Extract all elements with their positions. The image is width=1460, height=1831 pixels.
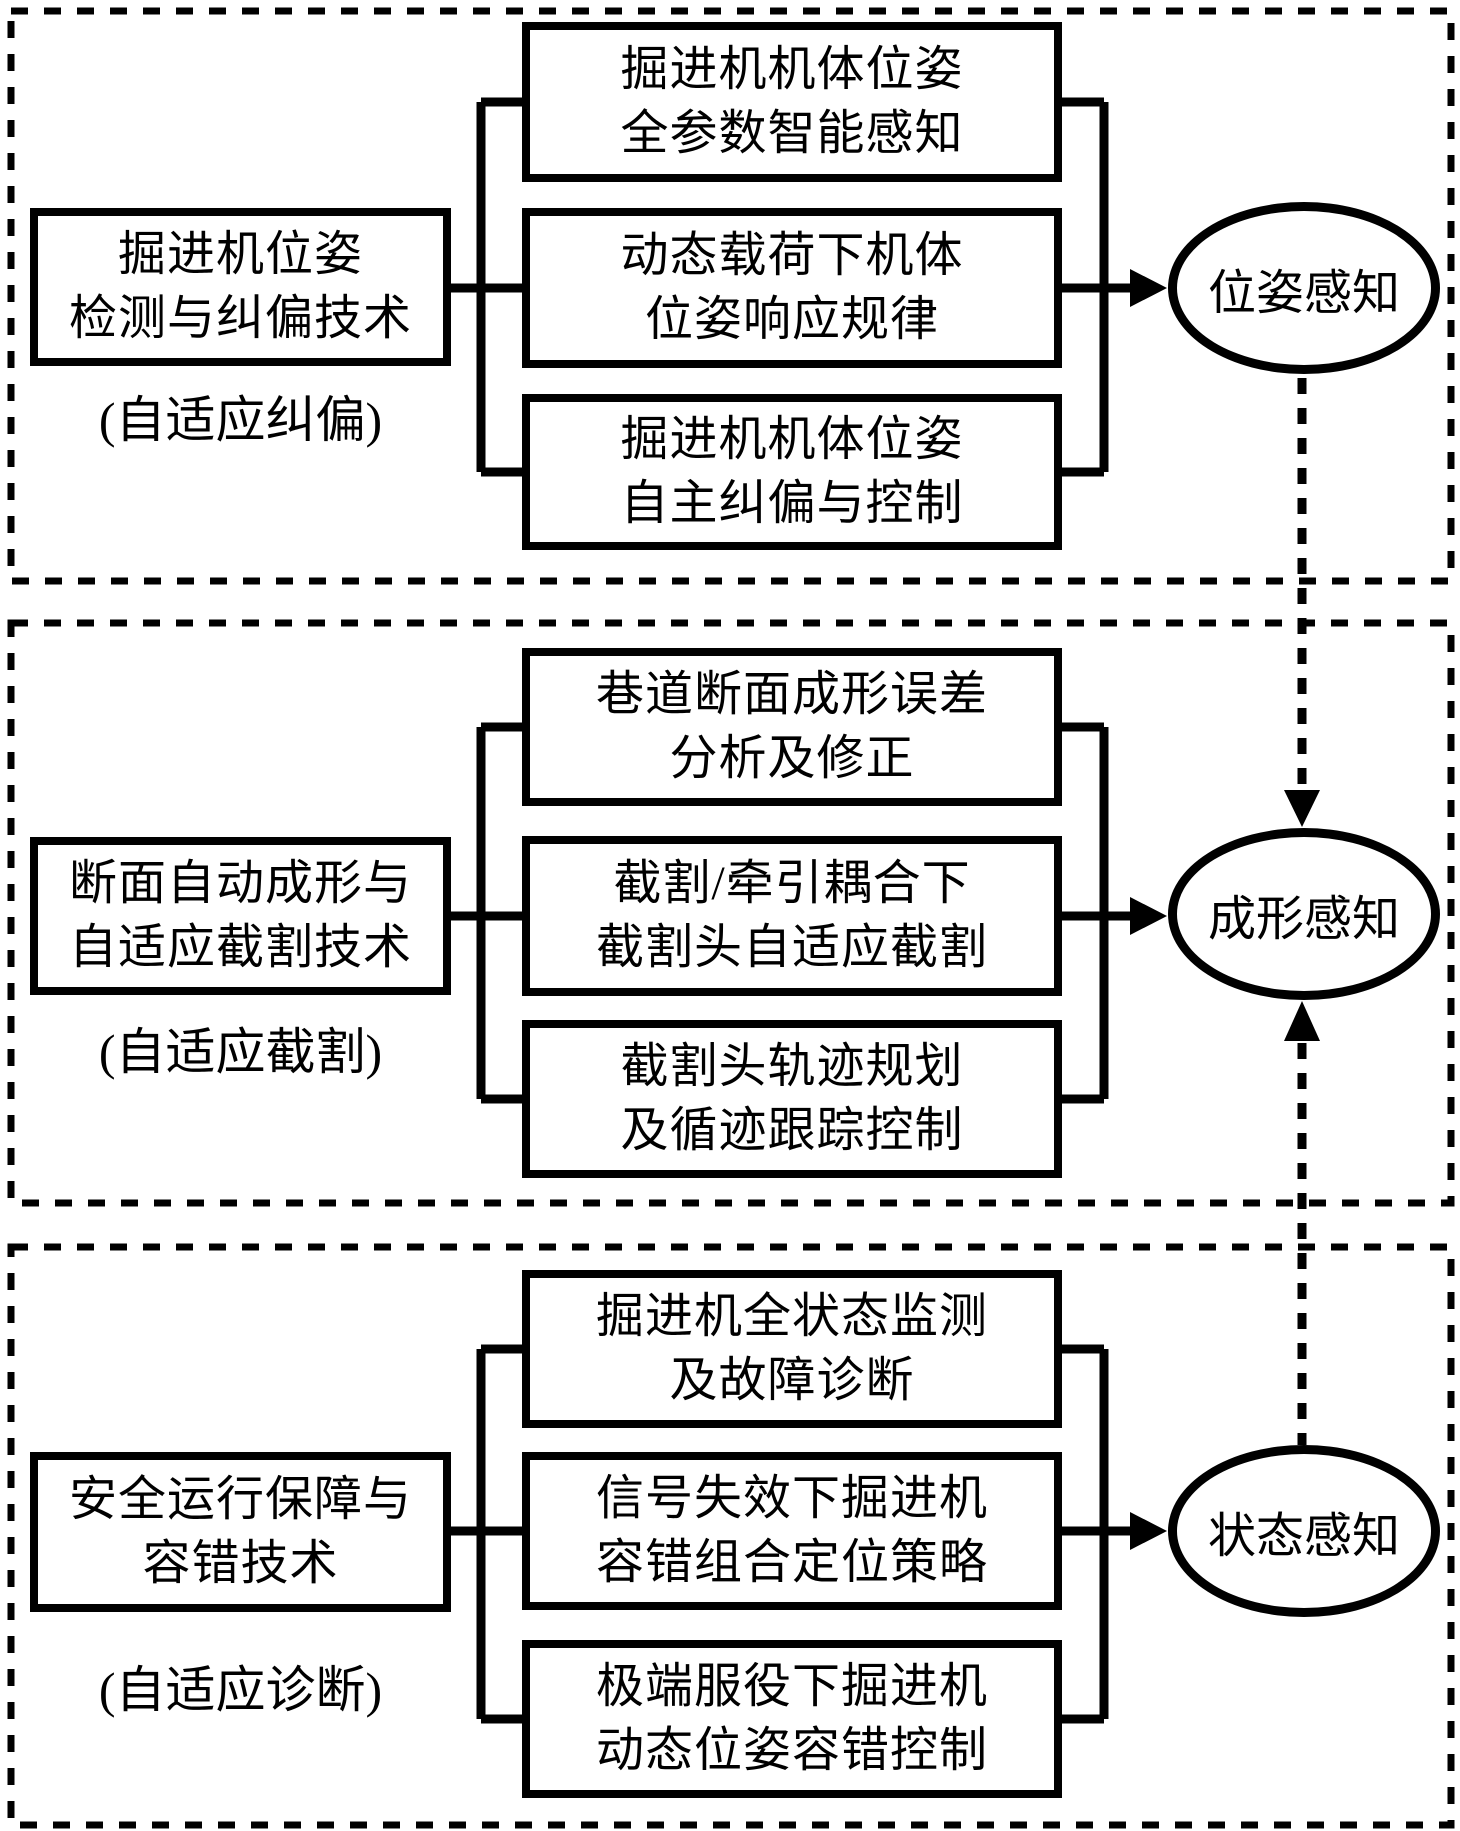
section-3-left-box-line2: 容错技术 [142, 1537, 339, 1590]
section-3-mid-box-3-line1: 极端服役下掘进机 [595, 1660, 988, 1713]
section-3-mid-box-2-line1: 信号失效下掘进机 [595, 1472, 988, 1525]
section-2-mid-box-2-line1: 截割/牵引耦合下 [613, 857, 971, 910]
section-1-left-bracket-connector [451, 97, 522, 477]
section-3-right-bracket-connector [1062, 1344, 1138, 1724]
section-1-mid-box-3: 掘进机机体位姿 自主纠偏与控制 [522, 394, 1062, 550]
section-3-mid-box-1-line1: 掘进机全状态监测 [595, 1290, 988, 1343]
section-3-mid-box-3: 极端服役下掘进机 动态位姿容错控制 [522, 1640, 1062, 1798]
section-1-mid-box-1: 掘进机机体位姿 全参数智能感知 [522, 22, 1062, 182]
section-3-left-box-line1: 安全运行保障与 [68, 1473, 412, 1526]
section-1-right-bracket-connector [1062, 97, 1138, 477]
section-2-mid-box-1-line1: 巷道断面成形误差 [595, 668, 988, 721]
arrow-down-icon [1284, 790, 1320, 827]
section-1-mid-box-2-line1: 动态载荷下机体 [620, 229, 964, 282]
section-1-outcome-ellipse: 位姿感知 [1168, 202, 1440, 374]
section-3-frame [7, 1243, 1455, 1829]
section-2-mid-box-1: 巷道断面成形误差 分析及修正 [522, 648, 1062, 806]
section-2-right-bracket-connector [1062, 722, 1138, 1104]
section-1-arrow-right-icon [1130, 269, 1167, 307]
section-1-mid-box-2-line2: 位姿响应规律 [644, 293, 939, 346]
section-2-left-box-line2: 自适应截割技术 [68, 921, 412, 974]
section-1-left-box: 掘进机位姿 检测与纠偏技术 [30, 208, 451, 366]
section-1-frame [7, 7, 1455, 585]
section-1-side-label: (自适应纠偏) [98, 392, 383, 448]
section-3-mid-box-2: 信号失效下掘进机 容错组合定位策略 [522, 1452, 1062, 1610]
section-2-mid-box-3-line1: 截割头轨迹规划 [620, 1040, 964, 1093]
section-1-mid-box-3-line1: 掘进机机体位姿 [620, 413, 964, 466]
section-2-side-label: (自适应截割) [98, 1024, 383, 1080]
section-3-side-label: (自适应诊断) [98, 1662, 383, 1718]
section-2-mid-box-2: 截割/牵引耦合下 截割头自适应截割 [522, 836, 1062, 996]
section-2-arrow-right-icon [1130, 897, 1167, 935]
section-2-frame [7, 619, 1455, 1207]
section-3-mid-box-1-line2: 及故障诊断 [669, 1354, 915, 1407]
section-1-mid-box-1-line2: 全参数智能感知 [620, 107, 964, 160]
section-1-mid-box-3-line2: 自主纠偏与控制 [620, 477, 964, 530]
section-2-left-bracket-connector [451, 722, 522, 1104]
section-2-outcome-ellipse: 成形感知 [1168, 828, 1440, 1000]
section-2-mid-box-3: 截割头轨迹规划 及循迹跟踪控制 [522, 1020, 1062, 1178]
section-2-left-box-line1: 断面自动成形与 [68, 857, 412, 910]
section-3-mid-box-3-line2: 动态位姿容错控制 [595, 1724, 988, 1777]
section-2-mid-box-1-line2: 分析及修正 [669, 732, 915, 785]
section-3-outcome-ellipse: 状态感知 [1168, 1445, 1440, 1617]
section-3-left-bracket-connector [451, 1344, 522, 1724]
section-3-left-box: 安全运行保障与 容错技术 [30, 1452, 451, 1612]
section-1-left-box-line2: 检测与纠偏技术 [68, 292, 412, 345]
arrow-up-icon [1284, 1001, 1320, 1041]
section-2-mid-box-2-line2: 截割头自适应截割 [595, 921, 988, 974]
section-2-left-box: 断面自动成形与 自适应截割技术 [30, 837, 451, 995]
section-1-mid-box-2: 动态载荷下机体 位姿响应规律 [522, 208, 1062, 368]
section-1-left-box-line1: 掘进机位姿 [117, 228, 363, 281]
section-3-mid-box-1: 掘进机全状态监测 及故障诊断 [522, 1270, 1062, 1428]
section-3-mid-box-2-line2: 容错组合定位策略 [595, 1536, 988, 1589]
section-2-mid-box-3-line2: 及循迹跟踪控制 [620, 1104, 964, 1157]
section-1-mid-box-1-line1: 掘进机机体位姿 [620, 43, 964, 96]
section-3-arrow-right-icon [1130, 1512, 1167, 1550]
